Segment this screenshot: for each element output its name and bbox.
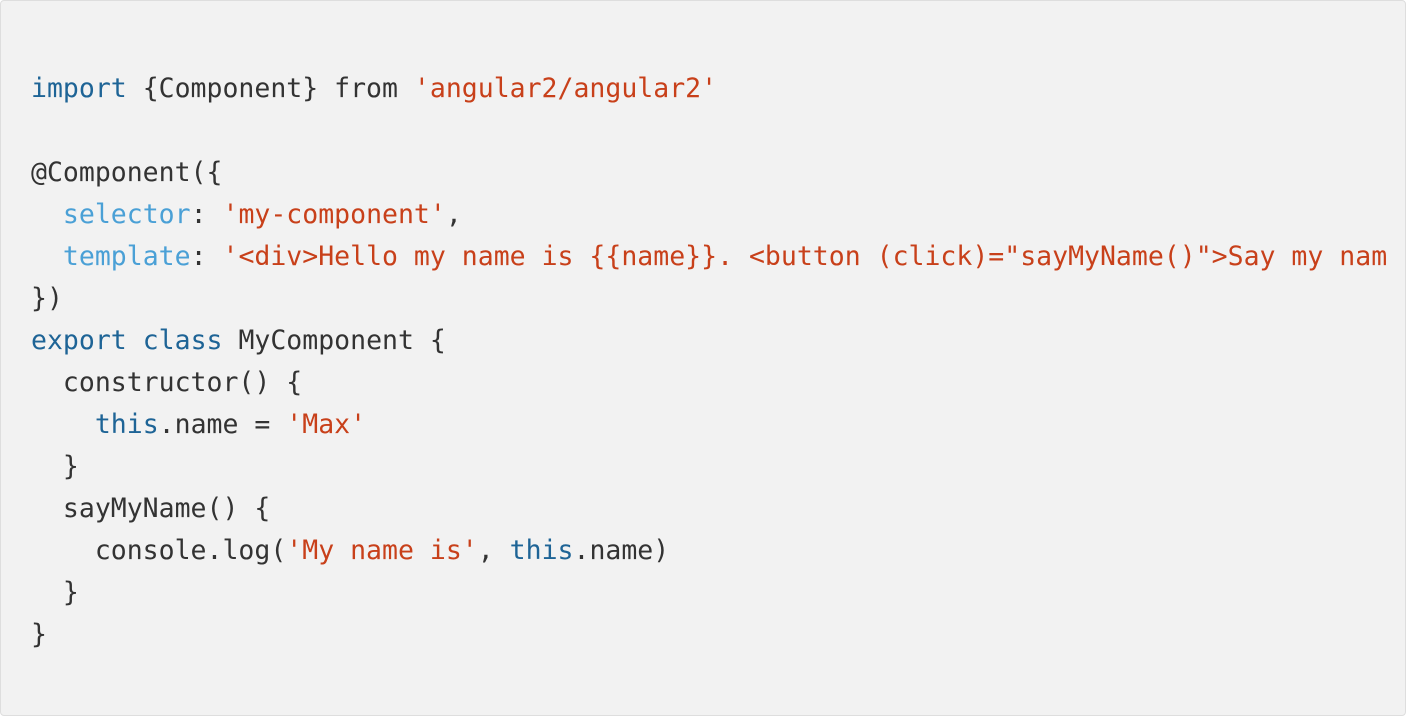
code-token-kw: this [94, 409, 159, 440]
code-token-plain: } [31, 451, 79, 482]
code-token-kw: class [142, 325, 223, 356]
code-line [31, 110, 1387, 152]
code-token-str: 'Max' [286, 409, 367, 440]
code-token-prop: template [62, 241, 191, 272]
code-line: } [31, 572, 1387, 614]
code-token-plain: sayMyName() { [31, 493, 271, 524]
code-token-plain: {Component} from [126, 73, 414, 104]
code-token-plain: }) [31, 283, 63, 314]
code-line: export class MyComponent { [31, 320, 1387, 362]
code-token-plain: } [31, 577, 79, 608]
code-token-plain: } [31, 619, 47, 650]
code-token-plain: , [477, 535, 510, 566]
code-token-plain: : [190, 241, 223, 272]
code-token-plain: @Component({ [31, 157, 223, 188]
code-line: selector: 'my-component', [31, 194, 1387, 236]
code-line: sayMyName() { [31, 488, 1387, 530]
code-token-plain: constructor() { [31, 367, 303, 398]
code-line: template: '<div>Hello my name is {{name}… [31, 236, 1387, 278]
code-line: console.log('My name is', this.name) [31, 530, 1387, 572]
code-line: this.name = 'Max' [31, 404, 1387, 446]
code-line: }) [31, 278, 1387, 320]
code-token-plain [31, 199, 63, 230]
code-token-plain: .name) [573, 535, 670, 566]
code-token-plain: , [445, 199, 462, 230]
code-token-str: '<div>Hello my name is {{name}}. <button… [222, 241, 1388, 272]
code-line: constructor() { [31, 362, 1387, 404]
code-content[interactable]: import {Component} from 'angular2/angula… [31, 68, 1387, 656]
code-token-plain: console.log( [31, 535, 287, 566]
code-token-plain: MyComponent { [222, 325, 446, 356]
code-token-plain [31, 241, 63, 272]
code-line: import {Component} from 'angular2/angula… [31, 68, 1387, 110]
code-token-str: 'my-component' [222, 199, 446, 230]
code-token-plain [127, 325, 143, 356]
code-line: } [31, 614, 1387, 656]
code-line: } [31, 446, 1387, 488]
code-token-kw: export [31, 325, 127, 356]
code-token-str: 'angular2/angular2' [413, 73, 718, 104]
code-token-kw: import [31, 73, 127, 104]
code-token-plain: : [190, 199, 223, 230]
code-token-prop: selector [62, 199, 191, 230]
code-token-kw: this [509, 535, 574, 566]
code-token-plain: .name = [158, 409, 287, 440]
code-token-str: 'My name is' [286, 535, 478, 566]
code-token-plain [31, 409, 95, 440]
code-line: @Component({ [31, 152, 1387, 194]
